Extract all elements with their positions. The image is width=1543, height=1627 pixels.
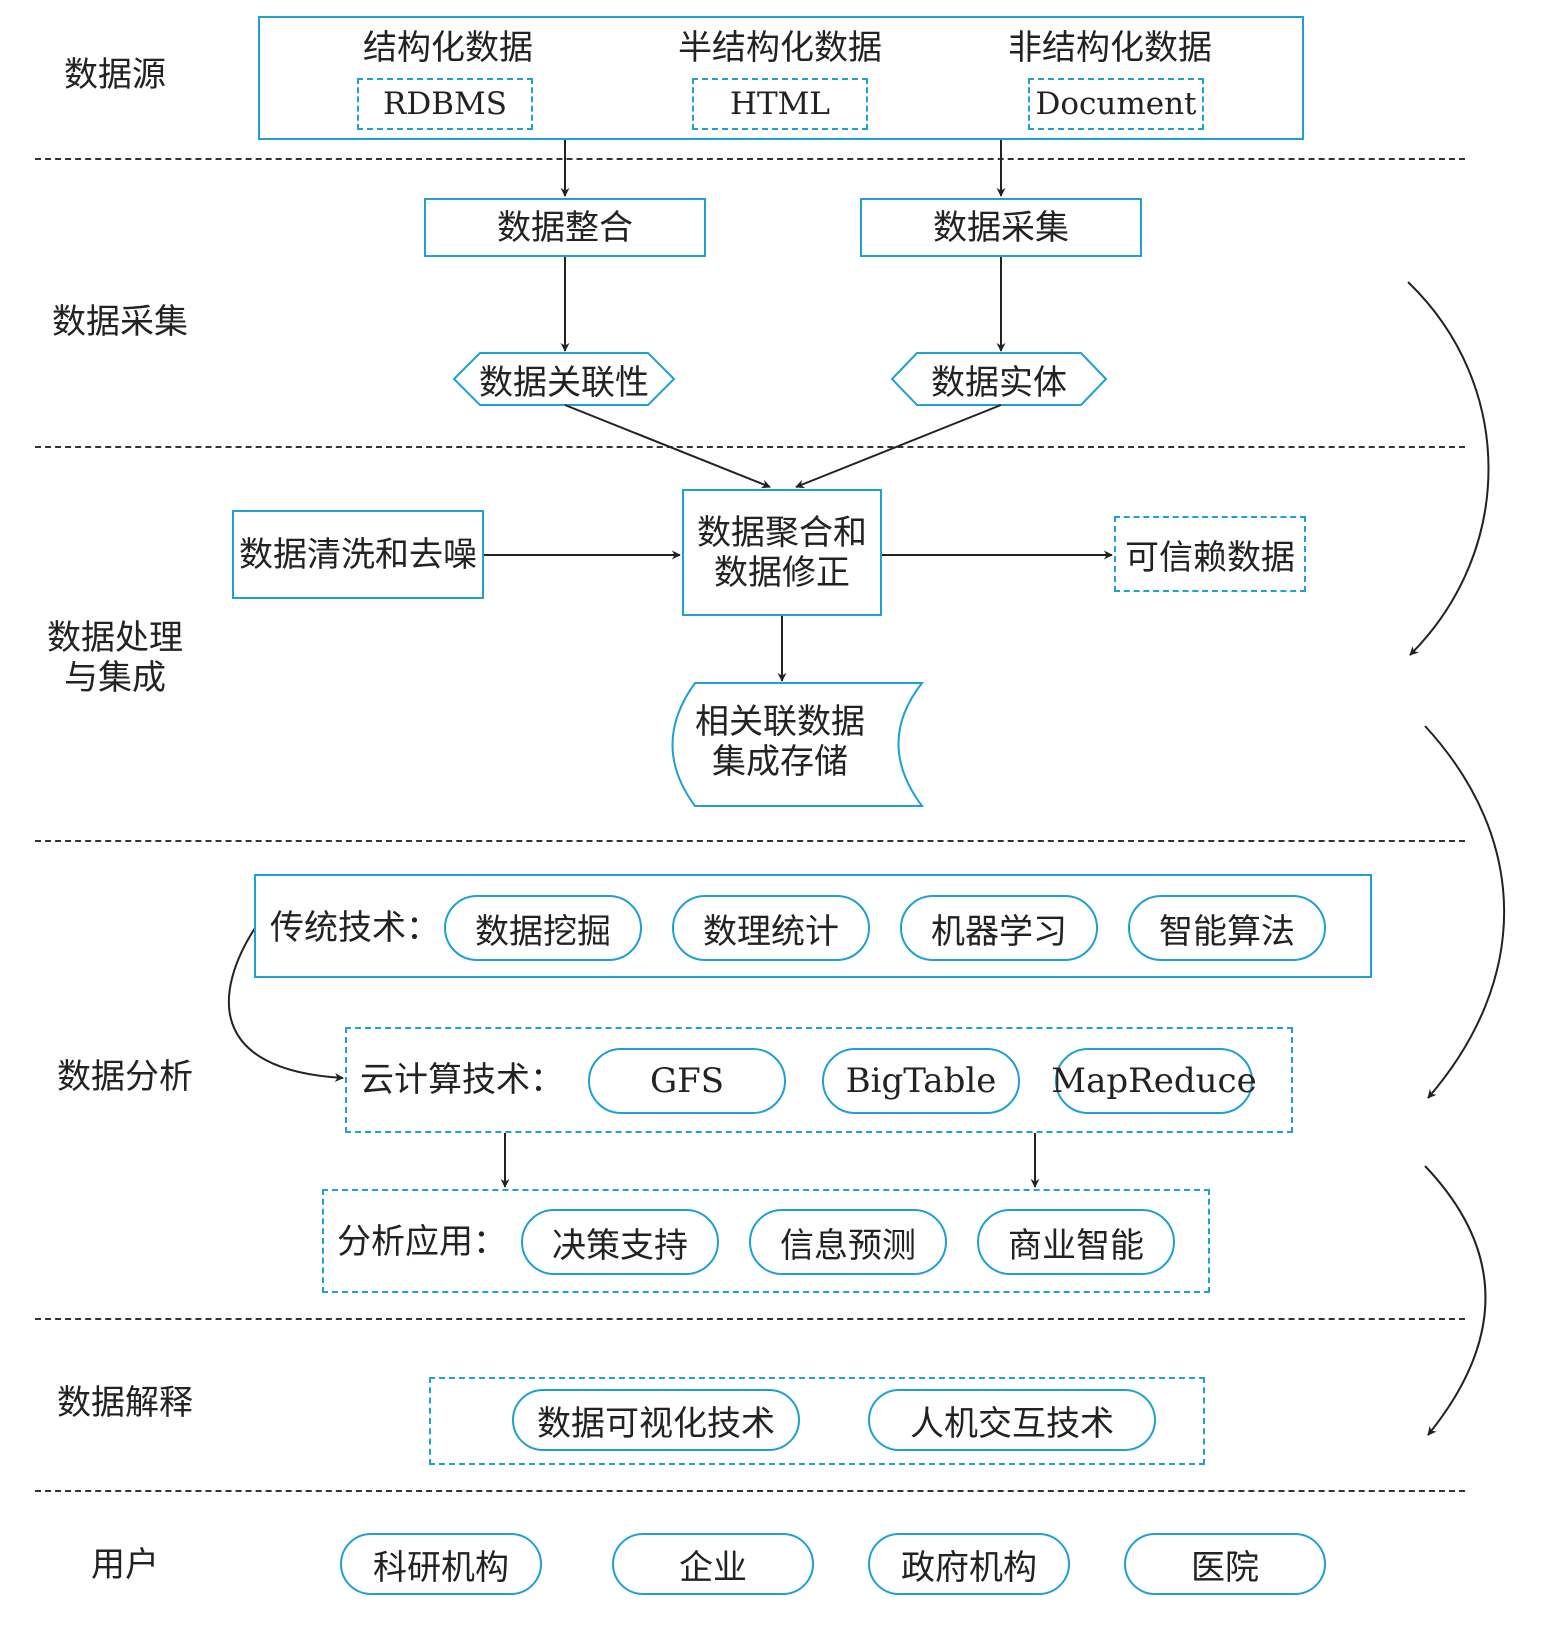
pill-app: 商业智能 bbox=[977, 1209, 1175, 1275]
pill-cloud: GFS bbox=[588, 1048, 786, 1114]
data-aggregation-line1: 数据聚合和 bbox=[697, 512, 867, 553]
section-label-process-line1: 数据处理 bbox=[47, 618, 183, 658]
html-tag: HTML bbox=[692, 78, 868, 130]
storage-shape bbox=[671, 682, 925, 807]
pill-user: 科研机构 bbox=[340, 1533, 542, 1595]
rdbms-tag: RDBMS bbox=[357, 78, 533, 130]
data-relation-hexagon bbox=[452, 352, 676, 406]
trusted-data-box: 可信赖数据 bbox=[1114, 516, 1306, 592]
section-label-analysis: 数据分析 bbox=[57, 1057, 193, 1097]
analysis-apps-box bbox=[322, 1189, 1210, 1293]
section-separator bbox=[35, 158, 1465, 160]
data-aggregation-box: 数据聚合和 数据修正 bbox=[682, 489, 882, 616]
storage-label: 相关联数据 集成存储 bbox=[680, 702, 880, 782]
section-label-source: 数据源 bbox=[64, 55, 166, 95]
cloud-tech-box bbox=[345, 1027, 1293, 1133]
pill-cloud: MapReduce bbox=[1051, 1048, 1257, 1114]
arrow bbox=[227, 927, 344, 1083]
data-integration-box: 数据整合 bbox=[424, 198, 706, 257]
semi-structured-data-label: 半结构化数据 bbox=[678, 28, 882, 68]
section-label-users: 用户 bbox=[91, 1545, 159, 1585]
section-separator bbox=[35, 446, 1465, 448]
arrow bbox=[795, 404, 1002, 489]
pill-interpret: 人机交互技术 bbox=[868, 1389, 1156, 1451]
data-acquisition-box: 数据采集 bbox=[860, 198, 1142, 257]
data-cleaning-box: 数据清洗和去噪 bbox=[232, 510, 484, 599]
pill-app: 信息预测 bbox=[749, 1209, 947, 1275]
pill-traditional: 智能算法 bbox=[1128, 895, 1326, 961]
data-entity-hexagon bbox=[890, 352, 1108, 406]
arrow bbox=[564, 404, 771, 489]
flow-curve bbox=[1424, 725, 1506, 1099]
analysis-apps-label: 分析应用： bbox=[337, 1222, 507, 1262]
pill-traditional: 机器学习 bbox=[900, 895, 1098, 961]
section-label-process: 数据处理 与集成 bbox=[40, 618, 190, 698]
section-separator bbox=[35, 840, 1465, 842]
pill-cloud: BigTable bbox=[822, 1048, 1020, 1114]
storage-label-line1: 相关联数据 bbox=[695, 702, 865, 742]
flow-curve bbox=[1424, 1165, 1487, 1436]
unstructured-data-label: 非结构化数据 bbox=[1008, 28, 1212, 68]
section-separator bbox=[35, 1318, 1465, 1320]
section-label-process-line2: 与集成 bbox=[64, 658, 166, 698]
interpretation-box bbox=[429, 1377, 1205, 1465]
pill-app: 决策支持 bbox=[521, 1209, 719, 1275]
cloud-tech-label: 云计算技术： bbox=[360, 1060, 564, 1100]
storage-label-line2: 集成存储 bbox=[712, 742, 848, 782]
pill-interpret: 数据可视化技术 bbox=[512, 1389, 800, 1451]
section-label-collect: 数据采集 bbox=[52, 302, 188, 342]
pill-user: 企业 bbox=[612, 1533, 814, 1595]
section-label-interpret: 数据解释 bbox=[57, 1383, 193, 1423]
section-separator bbox=[35, 1490, 1465, 1492]
structured-data-label: 结构化数据 bbox=[363, 28, 533, 68]
pill-traditional: 数理统计 bbox=[672, 895, 870, 961]
pill-traditional: 数据挖掘 bbox=[444, 895, 642, 961]
pill-user: 政府机构 bbox=[868, 1533, 1070, 1595]
data-entity-label: 数据实体 bbox=[931, 362, 1067, 403]
flow-curve bbox=[1407, 281, 1490, 656]
traditional-tech-label: 传统技术： bbox=[270, 908, 440, 948]
pill-user: 医院 bbox=[1124, 1533, 1326, 1595]
data-relation-label: 数据关联性 bbox=[479, 362, 649, 403]
document-tag: Document bbox=[1028, 78, 1204, 130]
data-aggregation-line2: 数据修正 bbox=[714, 552, 850, 593]
